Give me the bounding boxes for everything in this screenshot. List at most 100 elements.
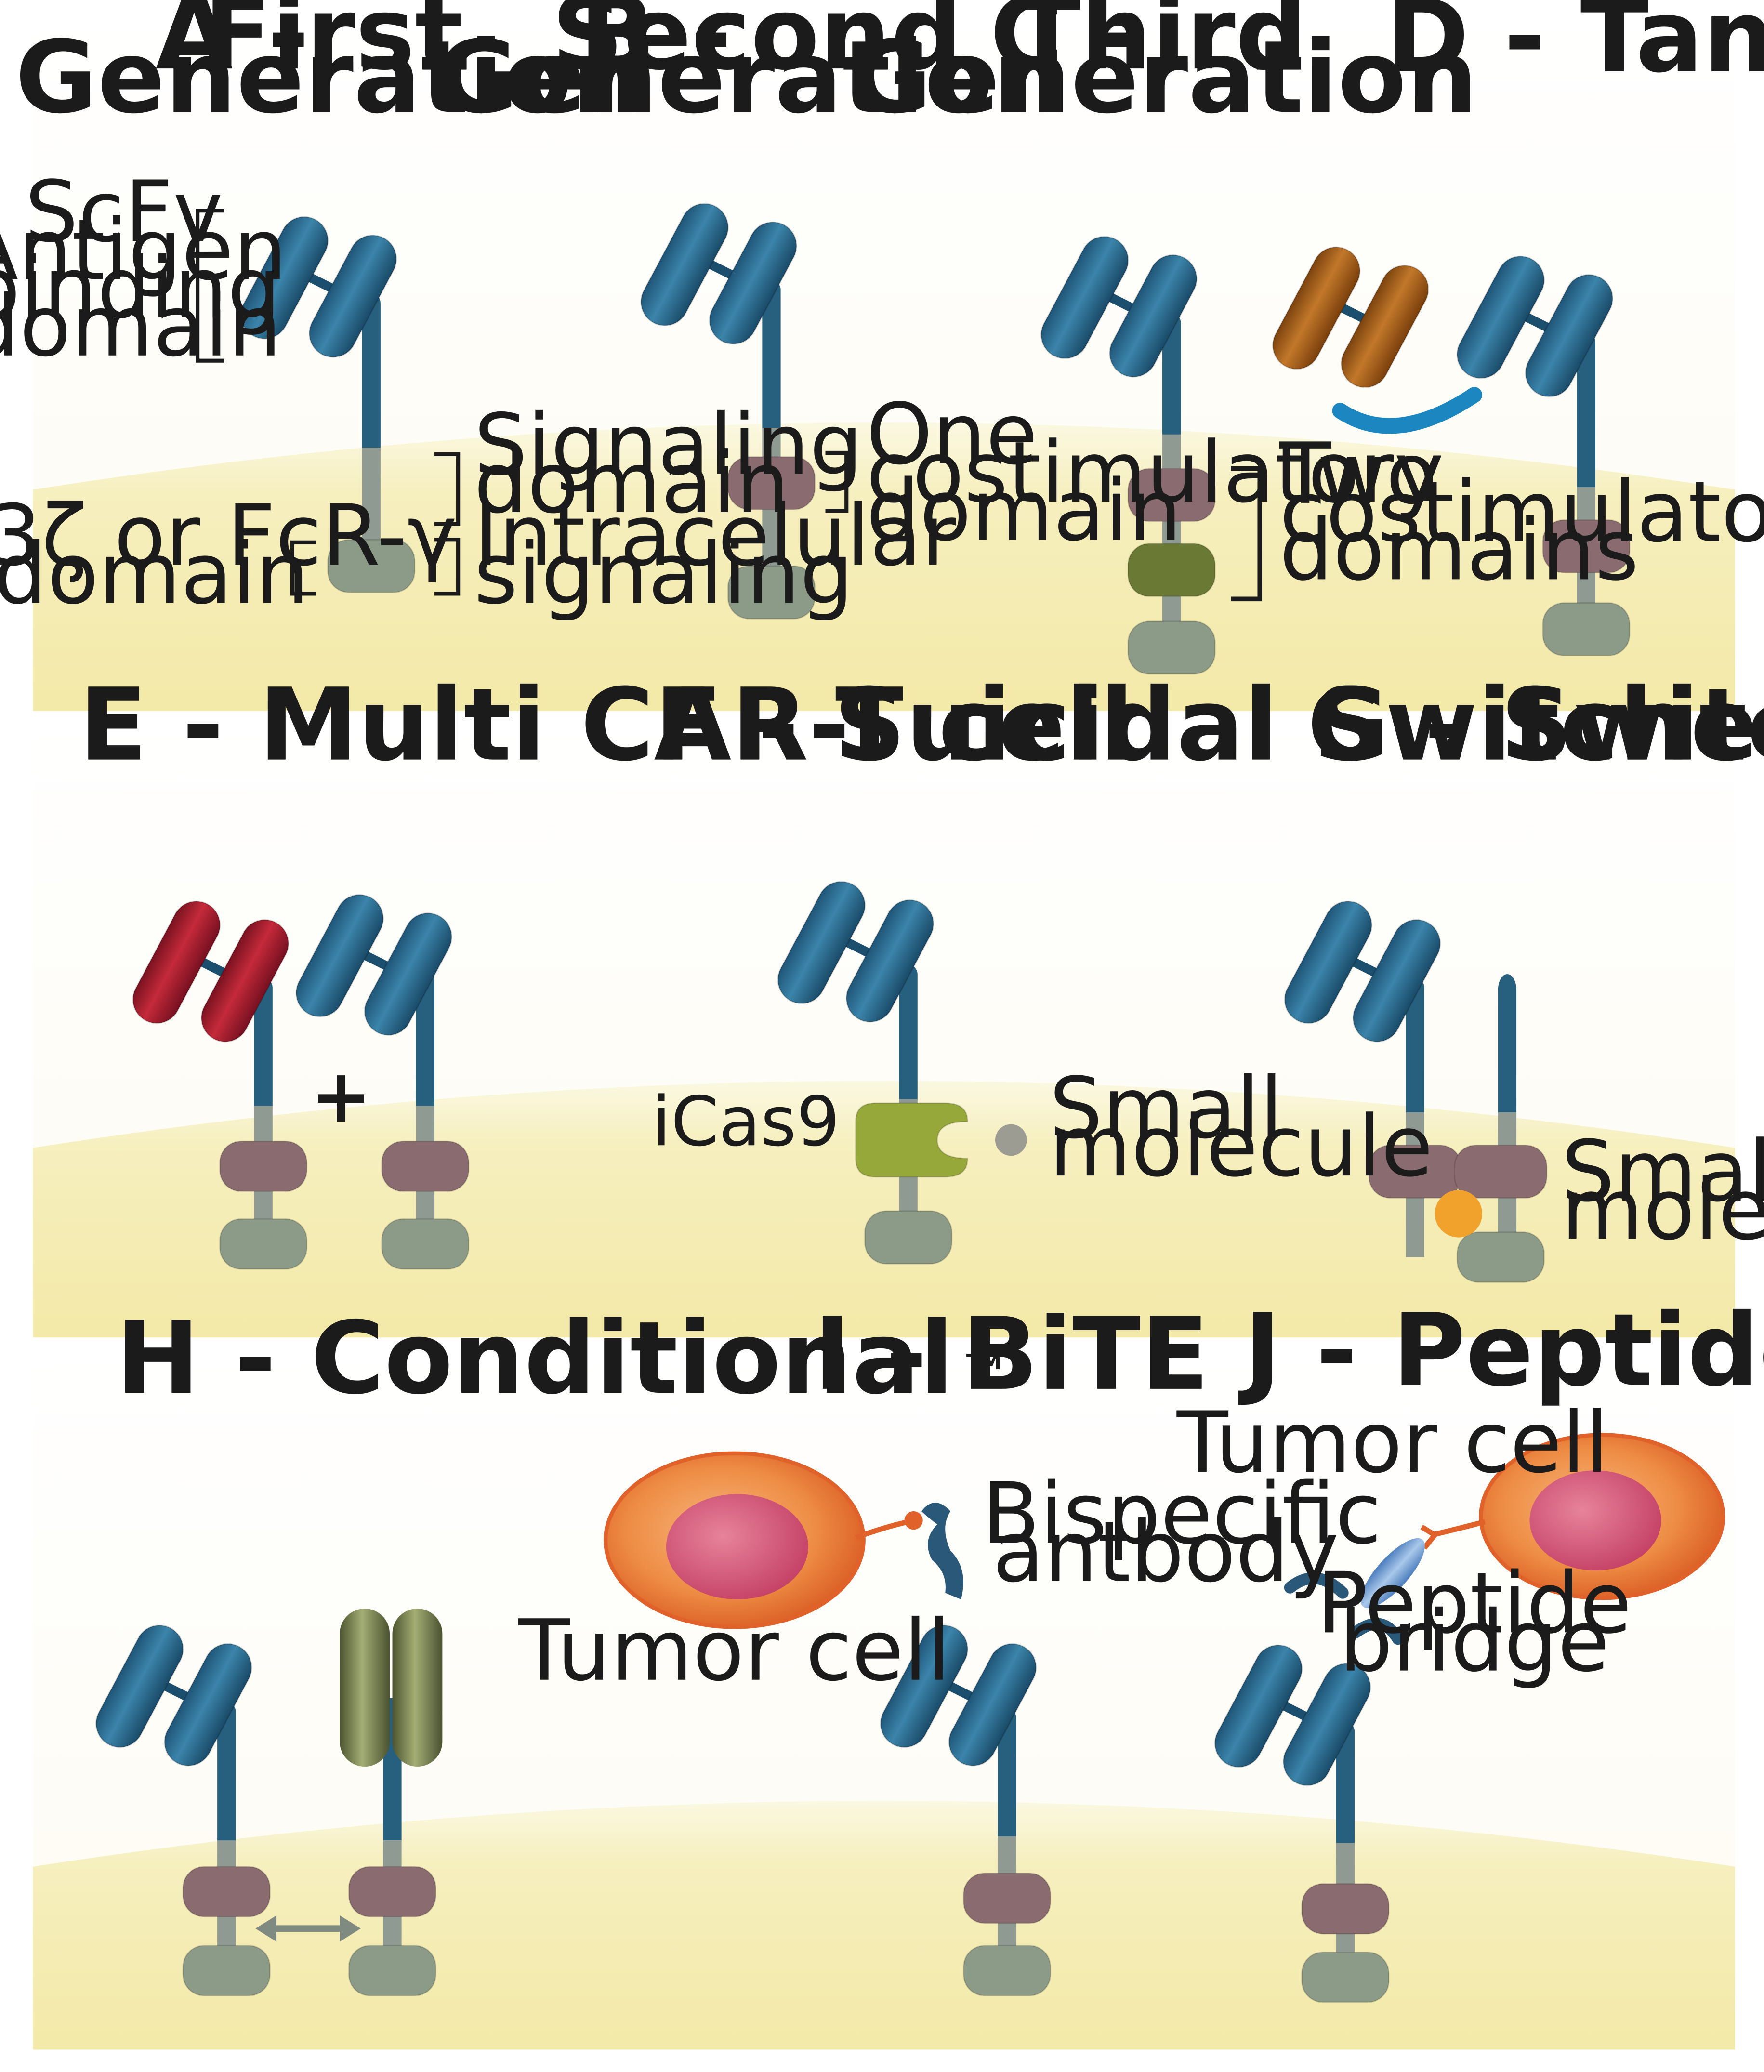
intracellular-label-line2: signaling (474, 525, 854, 623)
g2-tip (1498, 974, 1517, 1006)
tumor-antigen-i-tip (904, 1511, 923, 1530)
i-cd3-domain (963, 1945, 1052, 1996)
panel-b-title-line1: Second (552, 0, 962, 92)
panel-a-letter: A - (156, 0, 309, 92)
e-scfv-red-light-chain (200, 919, 290, 1043)
i-scfv-heavy-chain (880, 1624, 969, 1748)
j-cd3-domain (1301, 1951, 1390, 2003)
bispecific-antibody (921, 1503, 963, 1600)
panel-d-title: D - Tandem (1386, 0, 1764, 95)
tumor-cell-i-nucleus (666, 1494, 808, 1600)
one-costim-label-line2: costimulatory (866, 424, 1444, 522)
c-scfv-light-chain (1109, 254, 1198, 378)
peptide-bridge (1360, 1538, 1425, 1608)
d-scfv-first-heavy-chain (1272, 246, 1361, 370)
panel-h-title: H - Conditional (116, 1300, 954, 1416)
e2-costim-domain (381, 1140, 470, 1192)
h2-costim-domain (348, 1866, 437, 1917)
e-scfv-red-heavy-chain (132, 900, 221, 1024)
scfv-label-line2: Antigen (0, 201, 287, 299)
panel-b-title-line2: Generation (436, 19, 1064, 135)
tumor-antigen-j-tip (1420, 1525, 1439, 1550)
one-costim-label-line1: One (866, 386, 1038, 484)
d-scfv-first-light-chain (1341, 264, 1429, 388)
cd3-bracket (290, 540, 316, 596)
panel-j-title: J - Peptide bridge (1238, 1292, 1764, 1409)
car-switched (1284, 900, 1548, 1283)
j-scfv-heavy-chain (1214, 1644, 1303, 1768)
panel-c-letter: C - (990, 0, 1140, 92)
g2-costim-domain (1454, 1144, 1548, 1199)
peptide-bridge-label-line1: Peptide (1317, 1555, 1632, 1652)
f-scfv-heavy-chain (777, 881, 866, 1004)
scfv-label-line3: binding (0, 240, 281, 338)
e-scfv-blue-heavy-chain (295, 894, 384, 1017)
h-arrow-left-head (255, 1915, 277, 1942)
bispecific-label-line2: antbody (993, 1504, 1339, 1601)
small-molecule-g-line2: molecule (1561, 1161, 1764, 1259)
e1-cd3-domain (219, 1218, 308, 1270)
tumor-antigen-i (855, 1519, 909, 1540)
peptide-bridge-label-line2: bridge (1339, 1593, 1609, 1691)
d-costim-domain (1542, 519, 1631, 574)
j-scfv-light-chain (1282, 1663, 1371, 1786)
b-cd3-domain (727, 565, 816, 620)
b-scfv-heavy-chain (640, 203, 729, 326)
small-molecule-f-dot (995, 1124, 1027, 1156)
car-second-generation (640, 203, 816, 620)
d-cd3-domain (1542, 602, 1631, 657)
tumor-cell-j-nucleus (1529, 1470, 1661, 1570)
icas9-label: iCas9 (652, 1082, 840, 1161)
a-cd3-domain (327, 539, 416, 594)
a-scfv-light-chain (308, 235, 397, 358)
g-scfv-heavy-chain (1284, 900, 1372, 1024)
icas9-domain (855, 1102, 968, 1178)
signaling-label-line1: Signaling (474, 396, 863, 494)
panel-f-title: F - Suicidal Switched (654, 667, 1764, 783)
d-scfv-second-heavy-chain (1456, 255, 1545, 379)
h1-cd3-domain (182, 1945, 271, 1996)
peptide-bridge-car (1214, 1433, 1725, 2003)
bite (604, 1451, 1052, 1996)
e-scfv-blue-light-chain (364, 912, 452, 1036)
intracellular-bracket (434, 538, 461, 596)
panel-a-title-line1: First (203, 0, 462, 92)
panel-e-title: E - Multi CAR-T cell (79, 667, 1134, 783)
car-conditional (95, 1609, 443, 1996)
j-costim-domain (1301, 1883, 1390, 1935)
one-costim-bracket (825, 450, 849, 513)
panel-b-letter: B - (579, 0, 732, 92)
panel-c-title-line2: Generation (850, 19, 1477, 135)
car-first-generation (240, 216, 416, 594)
a-scfv-heavy-chain (240, 216, 329, 340)
cd3-label-line2: domain (0, 525, 309, 623)
car-multi (132, 894, 470, 1270)
small-molecule-g-dot (1435, 1190, 1483, 1238)
h2-cd3-domain (348, 1945, 437, 1996)
h-arrow-right-head (340, 1915, 361, 1942)
two-costim-bracket (1231, 466, 1263, 602)
scfv-label-line4: domain (0, 278, 282, 376)
h-scfv-heavy-chain (95, 1624, 184, 1748)
panel-g-title: G - Switched (1307, 667, 1764, 783)
car-suicidal-switched (777, 881, 1027, 1265)
tumor-cell-j-label: Tumor cell (1176, 1394, 1609, 1492)
panel-i-title: I - BiTE (814, 1296, 1209, 1412)
c-cd3-domain (1127, 620, 1216, 675)
d-tandem-linker (1332, 387, 1483, 434)
h-scfv-light-chain (164, 1643, 252, 1767)
scfv-bracket (195, 209, 224, 363)
one-costim-label-line3: domain (866, 462, 1182, 560)
g-scfv-light-chain (1352, 919, 1441, 1043)
h-conditional-domain-left (340, 1609, 390, 1767)
plus-sign: + (310, 1054, 372, 1139)
b-scfv-light-chain (709, 221, 797, 345)
tumor-cell-i-label: Tumor cell (518, 1602, 951, 1700)
cd3-label-line1: CD3ζ or FcR-γ (0, 487, 457, 585)
h1-costim-domain (182, 1866, 271, 1917)
c-scfv-heavy-chain (1040, 236, 1129, 359)
c-costim-domain-1 (1127, 468, 1216, 522)
e1-costim-domain (219, 1140, 308, 1192)
f-cd3-domain (864, 1210, 953, 1265)
